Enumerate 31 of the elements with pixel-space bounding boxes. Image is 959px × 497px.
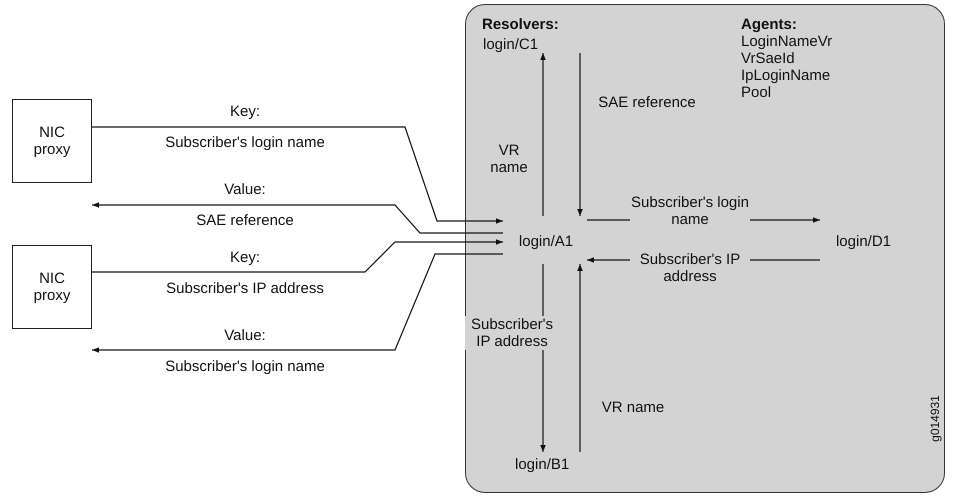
arrow xyxy=(92,239,503,273)
arrow xyxy=(92,253,503,353)
flow-label: Subscriber's IP address xyxy=(166,280,324,297)
figure-id: g014931 xyxy=(926,395,943,442)
arrow xyxy=(540,53,546,216)
flow-label: Key: xyxy=(230,103,260,120)
flow-label: SAE reference xyxy=(196,212,294,229)
agent-name: IpLoginName xyxy=(741,67,830,84)
arrow xyxy=(577,264,583,452)
resolver-label: login/B1 xyxy=(515,456,570,472)
arrow xyxy=(92,202,503,234)
section-heading: Agents: xyxy=(741,16,797,33)
agent-name: LoginNameVr xyxy=(741,33,832,50)
flow-label: Value: xyxy=(224,327,266,344)
proxy-label: NIC proxy xyxy=(32,270,72,304)
proxy-box xyxy=(12,99,92,183)
flow-label: Value: xyxy=(224,181,266,198)
resolver-label: login/C1 xyxy=(483,36,538,52)
agent-name: Pool xyxy=(741,84,772,101)
proxy-box xyxy=(12,245,92,329)
resolver-label: login/A1 xyxy=(518,232,574,250)
agent-name: VrSaeId xyxy=(741,50,795,67)
flow-label: Key: xyxy=(230,249,260,266)
arrow xyxy=(577,53,583,216)
section-heading: Resolvers: xyxy=(482,16,559,33)
proxy-label: NIC proxy xyxy=(32,124,72,158)
arrow xyxy=(92,126,503,224)
flow-label: Subscriber's login name xyxy=(165,134,325,151)
flow-label: Subscriber's login name xyxy=(165,358,325,375)
panel-background xyxy=(465,4,945,493)
resolver-label: login/D1 xyxy=(836,232,892,250)
